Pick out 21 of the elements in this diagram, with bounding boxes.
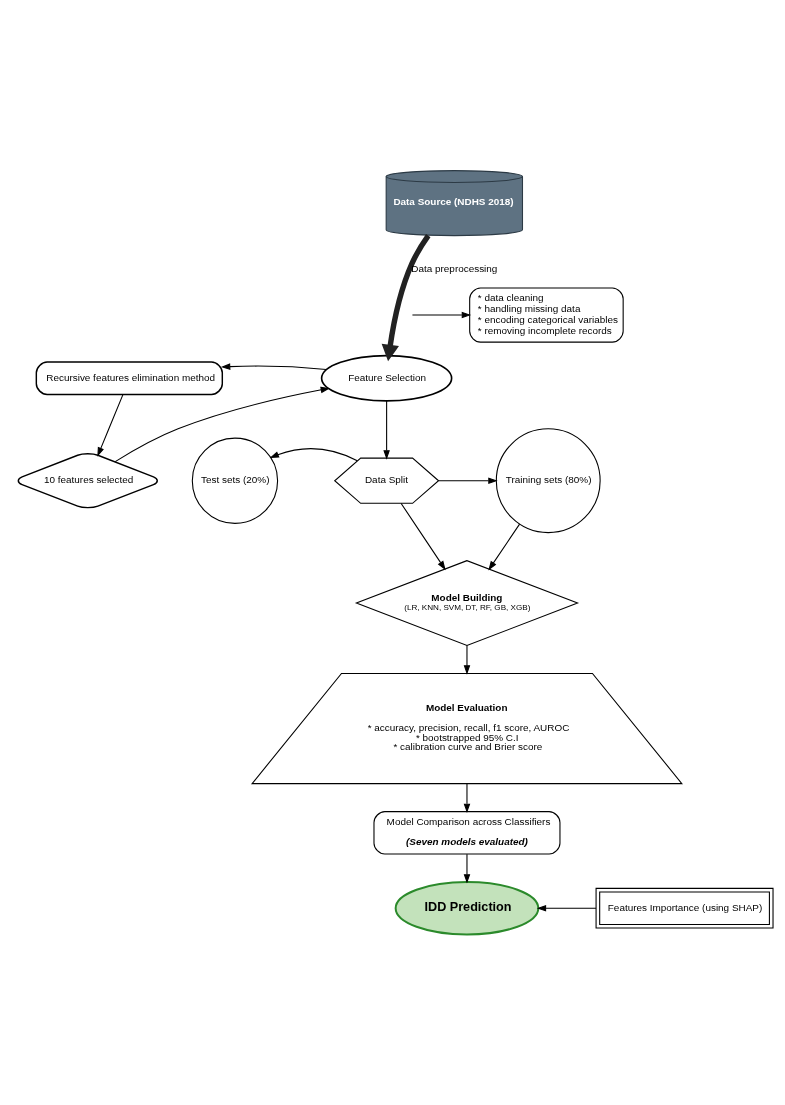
arrow [220,363,327,371]
arrow [411,311,472,319]
arrow [381,234,431,362]
node-circle: Training sets (80%) [495,428,601,534]
arrow [438,477,498,484]
node-box: * data cleaning * handling missing data * encoding categorical variables * removing incomplete records [469,287,624,343]
node-ellipse: IDD Prediction [394,881,540,936]
arrow [269,448,358,462]
node-box: Recursive features elimination method [35,361,224,396]
node-box: Model Comparison across Classifiers (Seven models evaluated) [373,811,561,855]
arrow [97,394,124,457]
arrow [463,644,471,675]
arrow [383,400,390,460]
arrow [488,523,521,571]
arrow [463,783,471,814]
arrow [536,904,597,912]
edge-label: Data preprocessing [411,262,498,274]
arrow [400,502,446,571]
node-box: Features Importance (using SHAP) [595,887,774,929]
arrow [463,853,471,884]
arrow [114,386,331,463]
